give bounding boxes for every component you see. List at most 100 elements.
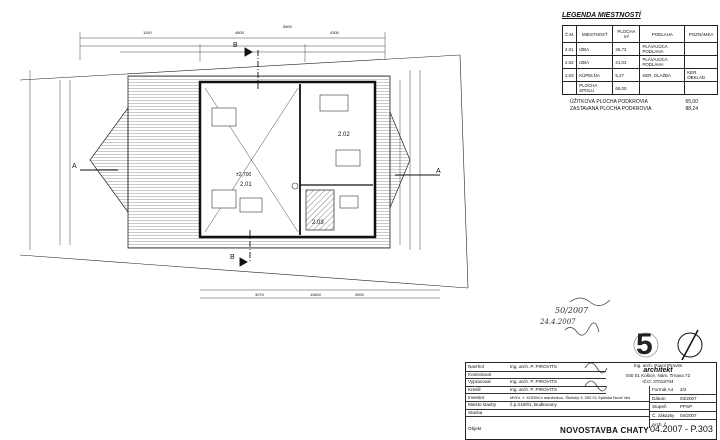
- section-mark-a-right: A: [436, 168, 441, 175]
- tb-right-label: Formát A4: [652, 387, 674, 393]
- tb-value: č.p.318/81, Budkovany: [510, 402, 557, 408]
- tb-row: Investor MVDr. J. KORIM s manželkou, Škol…: [466, 393, 650, 402]
- tb-row: Miesto stavby č.p.318/81, Budkovany: [466, 401, 650, 410]
- tb-right-label: Stupeň: [652, 404, 667, 410]
- useful-area-label: ÚŽITKOVÁ PLOCHA PODKROVIA: [570, 99, 648, 105]
- project-title: NOVOSTAVBA CHATY: [560, 426, 649, 435]
- section-mark-b-top: B: [233, 42, 238, 49]
- tb-right-row: Arch. č.: [650, 420, 716, 428]
- dimension-label: 3500: [355, 292, 364, 297]
- dimension-label: 4300: [330, 30, 339, 35]
- room-number: 2.03: [561, 68, 578, 82]
- legend-col-header: Č.M.: [561, 25, 578, 43]
- studio-logo: architekt: [643, 367, 673, 375]
- tb-value: Ing. arch. P. PIROVITS: [510, 387, 557, 393]
- tb-row: Navrhol Ing. arch. P. PIROVITS: [466, 363, 606, 372]
- room-number: 2.02: [561, 55, 578, 69]
- legend-row: 2.02 IZBA 21,03 PLÁVAJÚCA PODLAHA: [561, 55, 718, 69]
- section-lines: [80, 47, 440, 267]
- room-number: 2.01: [561, 42, 578, 56]
- tb-right-value: PPSP: [680, 404, 693, 410]
- room-area: 21,03: [612, 55, 641, 69]
- legend-col-header: PLOCHA m²: [612, 25, 641, 43]
- legend-col-header: MIESTNOSŤ: [576, 25, 614, 43]
- handwritten-date: 24.4.2007: [540, 318, 576, 326]
- site-boundary: [19, 54, 469, 289]
- room-floor: PLÁVAJÚCA PODLAHA: [639, 55, 686, 69]
- legend-col-header: POZNÁMKA: [684, 25, 718, 43]
- tb-right-value: 03/2007: [680, 395, 697, 401]
- tb-label: Stavba: [468, 409, 483, 415]
- legend-title: LEGENDA MIESTNOSTÍ: [562, 12, 641, 19]
- tb-right-label: Dátum: [652, 395, 666, 401]
- tb-row: Objekt: [466, 425, 650, 433]
- handwritten-note: 50/2007: [555, 306, 589, 315]
- tb-right-row: Dátum 03/2007: [650, 395, 716, 404]
- handwritten-signatures: [564, 297, 611, 392]
- tb-row: Kreslil Ing. arch. P. PIROVITS: [466, 386, 606, 395]
- tb-label: Objekt: [468, 426, 482, 432]
- room-note: KER. OBKLAD: [684, 68, 718, 82]
- room-note: [684, 55, 718, 69]
- studio-info: Ing. arch. Pavol Pirovits architekt 040 …: [605, 363, 711, 384]
- total-value: 65,00: [612, 81, 641, 95]
- stamp-seal: [633, 332, 659, 358]
- built-area-label: ZASTAVANÁ PLOCHA PODKROVIA: [570, 106, 652, 112]
- studio-ico: IČO: 37018704: [642, 378, 674, 384]
- studio-architect: Ing. arch. Pavol Pirovits: [633, 363, 683, 368]
- room-area: 36,72: [612, 42, 641, 56]
- room-label-2-02: 2.02: [338, 132, 350, 138]
- legend-table: Č.M. MIESTNOSŤ PLOCHA m² PODLAHA POZNÁMK…: [561, 25, 718, 95]
- tb-right-row: Stupeň PPSP: [650, 403, 716, 412]
- tb-row: Vypracoval Ing. arch. P. PIROVITS: [466, 378, 606, 387]
- tb-right-value: 2/4: [680, 387, 687, 393]
- room-name: IZBA: [576, 42, 614, 56]
- tb-label: Vypracoval: [468, 379, 491, 385]
- tb-label: Investor: [468, 394, 485, 400]
- tb-value: Ing. arch. P. PIROVITS: [510, 364, 557, 370]
- legend-row: 2.03 KÚPEĽŇA 5,27 KER. DLAŽBA KER. OBKLA…: [561, 68, 718, 82]
- tb-right-label: Č. zákazky: [652, 413, 675, 419]
- legend-row: 2.01 IZBA 36,72 PLÁVAJÚCA PODLAHA: [561, 42, 718, 56]
- room-label-2-01: 2.01: [240, 182, 252, 188]
- north-arrow-icon: [677, 329, 703, 361]
- legend-total-row: PLOCHA SPOLU 65,00: [561, 81, 718, 95]
- tb-label: Miesto stavby: [468, 402, 497, 408]
- dimension-label: 11850: [310, 292, 321, 297]
- legend-header-row: Č.M. MIESTNOSŤ PLOCHA m² PODLAHA POZNÁMK…: [561, 25, 718, 43]
- dimension-label: 4800: [235, 30, 244, 35]
- tb-value: Ing. arch. P. PIROVITS: [510, 379, 557, 385]
- area-summary: ÚŽITKOVÁ PLOCHA PODKROVIA 65,00 ZASTAVANÁ…: [562, 99, 718, 113]
- big-sheet-number: 5: [636, 328, 653, 361]
- built-area-value: 88,24: [685, 106, 698, 112]
- room-floor: PLÁVAJÚCA PODLAHA: [639, 42, 686, 56]
- section-mark-b-bottom: B: [230, 254, 235, 261]
- studio-address: 040 01 Košice, Nám. Trnava 72: [625, 373, 691, 379]
- room-label-2-03: 2.03: [312, 220, 324, 226]
- level-mark: ±2,700: [236, 172, 252, 178]
- total-label: PLOCHA SPOLU: [576, 81, 614, 95]
- tb-row: Kontroloval: [466, 371, 606, 380]
- room-name: IZBA: [576, 55, 614, 69]
- useful-area-value: 65,00: [685, 99, 698, 105]
- furniture: [211, 94, 361, 213]
- drawing-number: 04.2007 - P.303: [650, 424, 713, 434]
- tb-label: Kontroloval: [468, 371, 491, 377]
- room-name: KÚPEĽŇA: [576, 68, 614, 82]
- room-legend: LEGENDA MIESTNOSTÍ Č.M. MIESTNOSŤ PLOCHA…: [561, 12, 718, 113]
- tb-row: Stavba: [466, 409, 650, 418]
- tb-right-row: Formát A4 2/4: [650, 386, 716, 395]
- tb-right-value: 04/2007: [680, 413, 697, 419]
- room-note: [684, 42, 718, 56]
- tb-value: MVDr. J. KORIM s manželkou, Školský 3, 0…: [510, 394, 631, 400]
- tb-label: Navrhol: [468, 364, 484, 370]
- room-area: 5,27: [612, 68, 641, 82]
- dimension-label: 5800: [283, 24, 292, 29]
- tb-right-column: Formát A4 2/4 Dátum 03/2007 Stupeň PPSP Č. …: [649, 386, 716, 428]
- tb-right-label: Arch. č.: [652, 421, 668, 427]
- dimension-label: 1100: [143, 30, 152, 35]
- section-mark-a-left: A: [72, 163, 77, 170]
- tb-label: Kreslil: [468, 387, 481, 393]
